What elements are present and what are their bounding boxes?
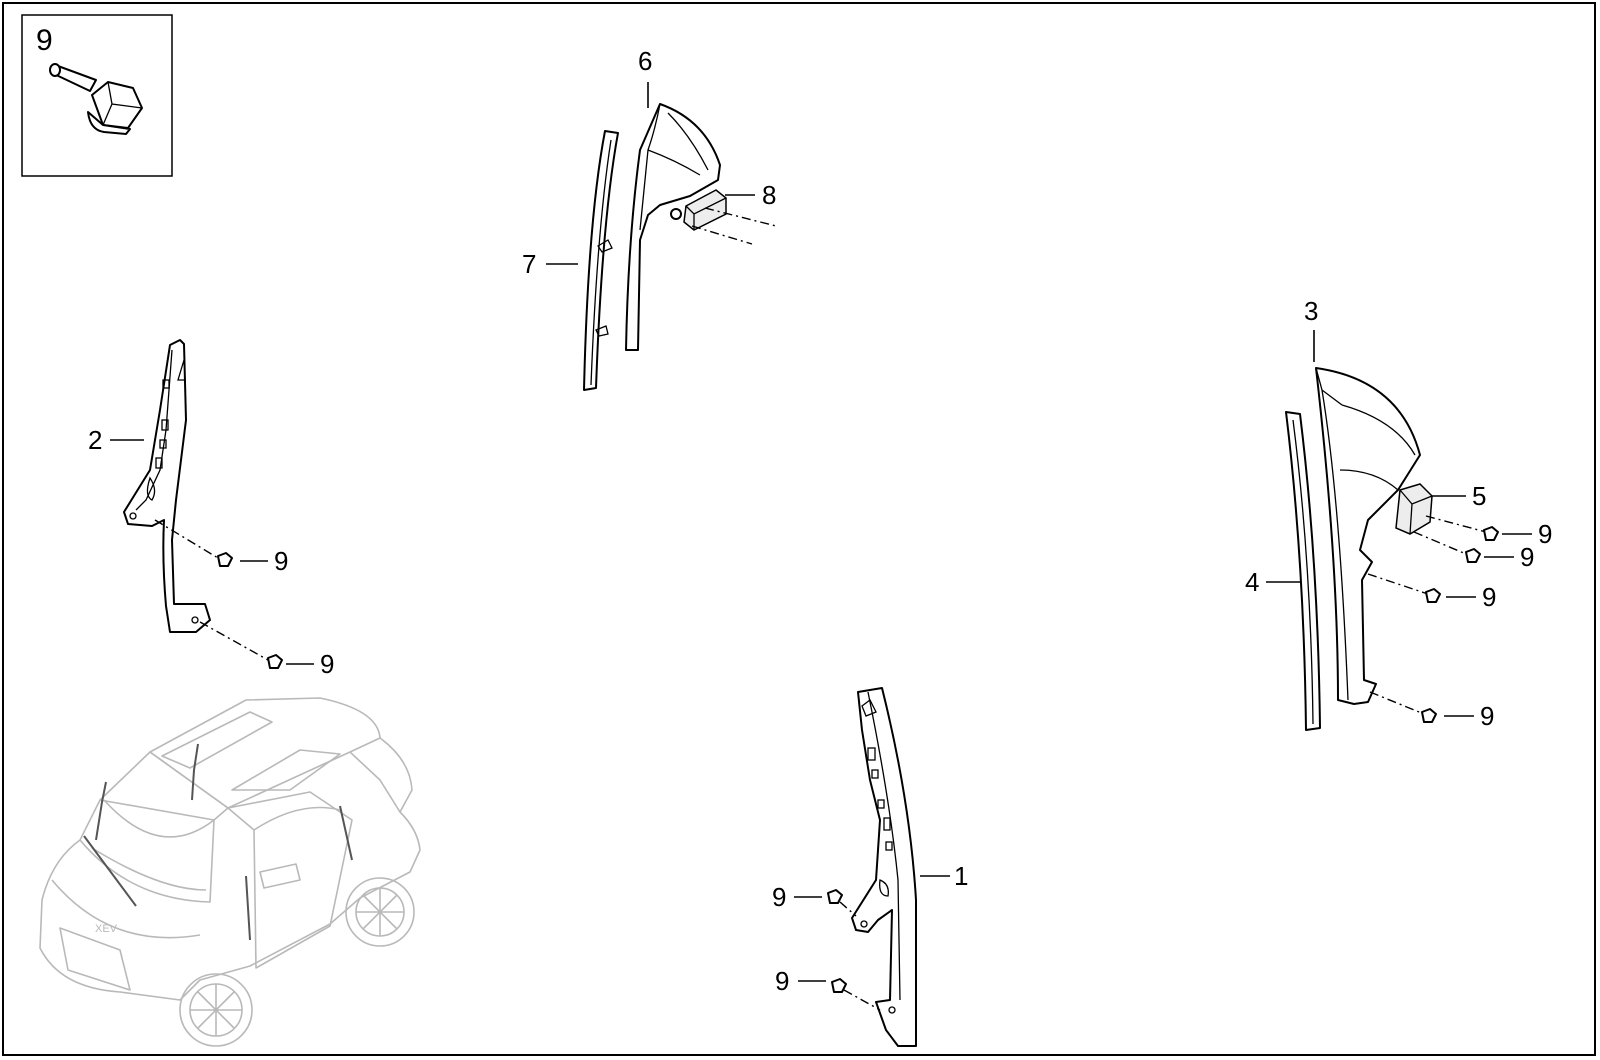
screw-3b-icon (1421, 708, 1437, 723)
callout-5: 5 (1472, 481, 1486, 511)
part-6-window-frame (625, 103, 721, 351)
part-3-window-frame (1315, 367, 1421, 705)
part-1-pillar (851, 687, 917, 1047)
inset-number: 9 (36, 24, 53, 57)
screw-1a-icon (827, 889, 843, 904)
bolt-inset: 9 (21, 14, 173, 177)
callout-2: 2 (88, 425, 102, 455)
callout-3: 3 (1304, 296, 1318, 326)
callout-9-2b: 9 (320, 649, 334, 679)
callout-7: 7 (522, 249, 536, 279)
bolt-icon (49, 63, 143, 135)
callout-9-1a: 9 (772, 882, 786, 912)
screw-5a-icon (1483, 526, 1499, 541)
car-badge: XEV (95, 923, 118, 935)
callout-9-3b: 9 (1480, 701, 1494, 731)
callout-9-1b: 9 (775, 966, 789, 996)
screw-3a-icon (1425, 588, 1441, 603)
screw-2a-icon (217, 552, 233, 567)
callout-9-5b: 9 (1520, 542, 1534, 572)
callout-6: 6 (638, 46, 652, 76)
callout-9-5a: 9 (1538, 519, 1552, 549)
screw-5b-icon (1465, 548, 1481, 563)
car-locator-illustration: XEV (39, 697, 421, 1047)
screw-1b-icon (831, 978, 847, 993)
callout-1: 1 (954, 861, 968, 891)
part-7-seal (583, 130, 619, 391)
part-4-seal (1285, 411, 1321, 731)
part-2-pillar (123, 339, 211, 633)
callout-9-2a: 9 (274, 546, 288, 576)
callout-9-3a: 9 (1482, 582, 1496, 612)
callout-8: 8 (762, 180, 776, 210)
screw-2b-icon (267, 654, 283, 669)
part-5-bracket (1395, 483, 1433, 535)
callout-4: 4 (1245, 567, 1259, 597)
